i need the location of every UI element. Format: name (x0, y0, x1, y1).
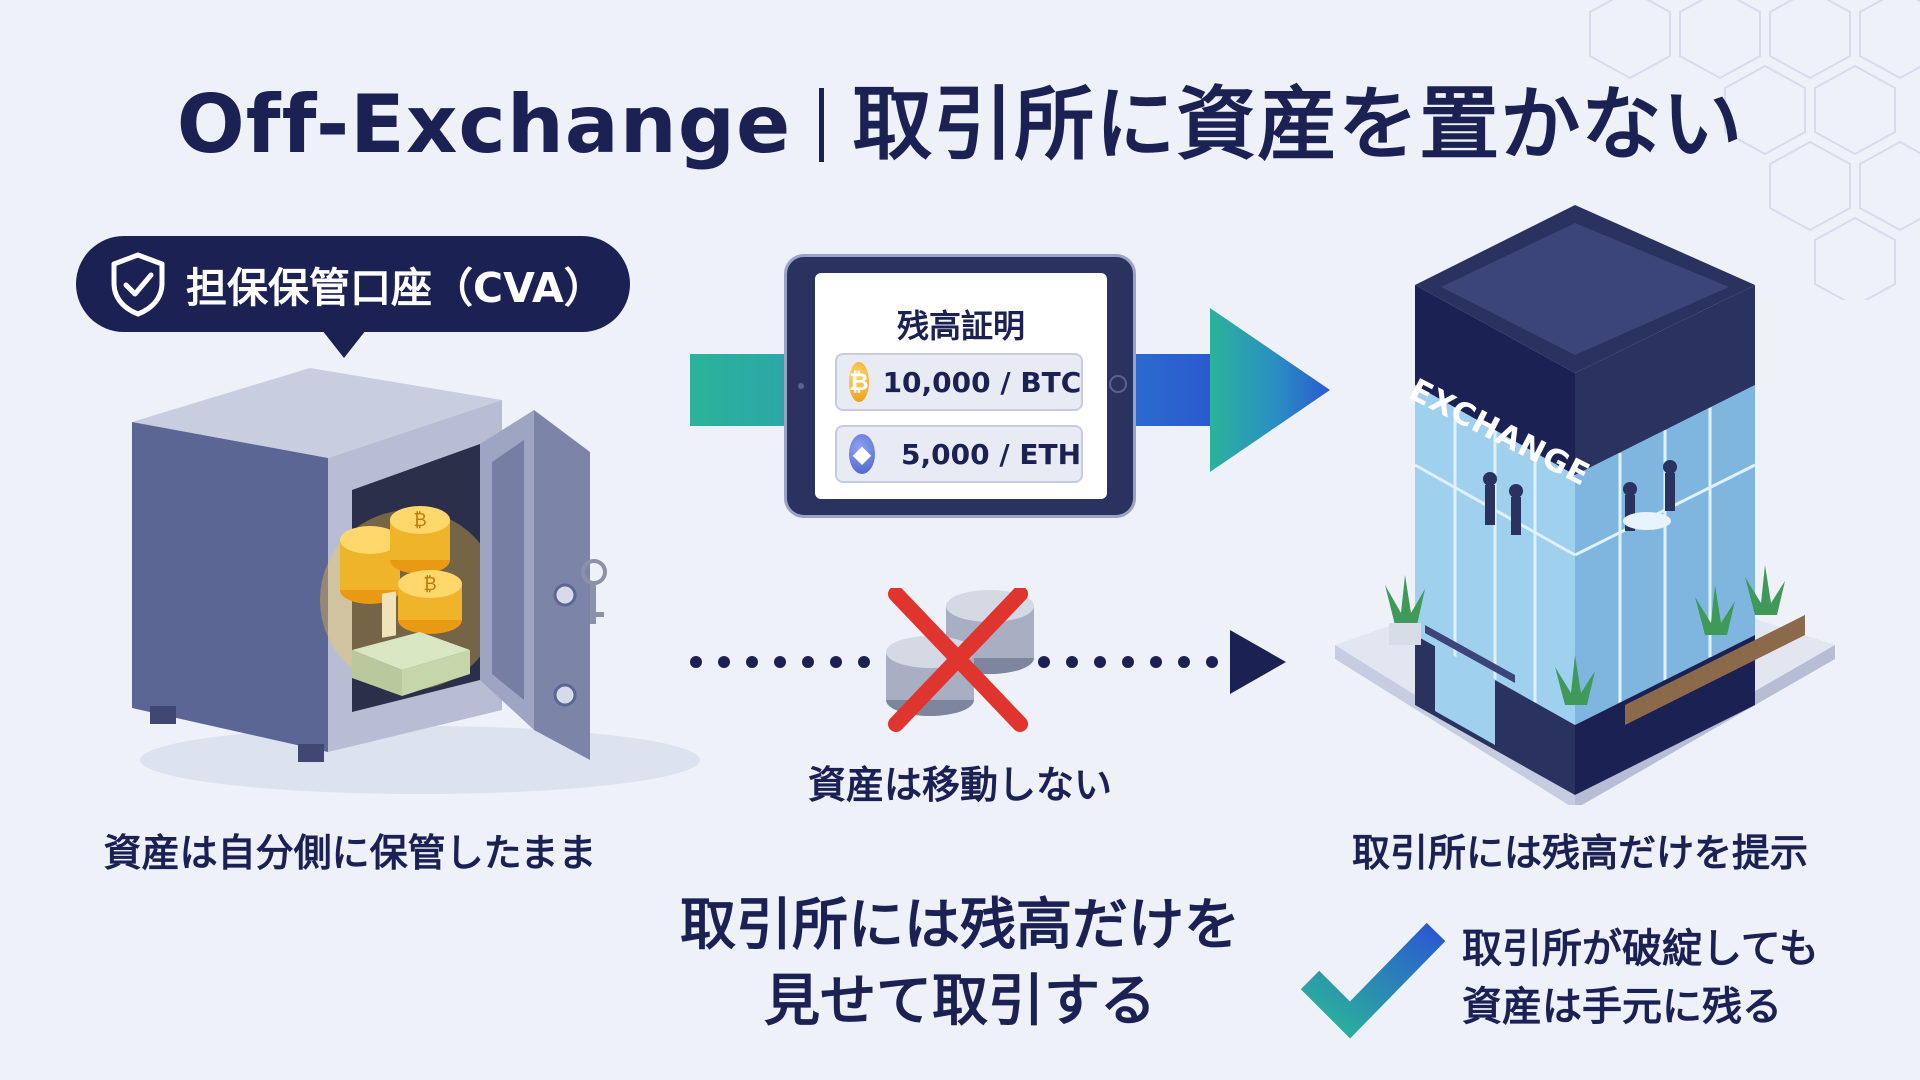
safety-note-line1: 取引所が破綻しても (1462, 926, 1819, 972)
planter-left (1385, 575, 1425, 625)
main-message-line2: 見せて取引する (764, 969, 1156, 1034)
vault-illustration: ₿ ₿ (132, 368, 700, 794)
badge-pointer (322, 330, 366, 358)
keys-icon (581, 559, 607, 624)
gold-coin-stack: ₿ ₿ (340, 506, 462, 634)
page-title: Off-Exchange 取引所に資産を置かない (0, 60, 1920, 176)
no-move-caption: 資産は移動しない (807, 763, 1112, 807)
svg-text:₿: ₿ (413, 510, 426, 531)
tablet-camera (798, 383, 804, 389)
checkmark-icon (1300, 922, 1446, 1039)
cva-badge: 担保保管口座（CVA） (76, 236, 630, 332)
badge-label: 担保保管口座（CVA） (186, 264, 605, 312)
exchange-building-illustration (1335, 205, 1835, 805)
tablet-title: 残高証明 (896, 307, 1025, 345)
tablet-home-button (1109, 375, 1127, 393)
main-message: 取引所には残高だけを 見せて取引する (620, 888, 1300, 1040)
title-divider (819, 88, 825, 162)
vault-caption: 資産は自分側に保管したまま (103, 831, 597, 875)
safety-note-line2: 資産は手元に残る (1462, 984, 1782, 1030)
balance-row-eth: ◆ 5,000 / ETH (835, 425, 1083, 483)
main-message-line1: 取引所には残高だけを (680, 893, 1240, 958)
cash-bundle (352, 591, 470, 696)
title-right: 取引所に資産を置かない (852, 78, 1744, 171)
balance-row-btc: ₿ 10,000 / BTC (835, 353, 1083, 411)
balance-certificate-tablet: 残高証明 ₿ 10,000 / BTC ◆ 5,000 / ETH (784, 254, 1136, 518)
shield-check-icon (111, 252, 165, 317)
balance-value-eth: 5,000 / ETH (901, 437, 1081, 471)
safety-note: 取引所が破綻しても 資産は手元に残る (1462, 920, 1819, 1036)
bitcoin-icon: ₿ (849, 362, 869, 402)
title-left: Off-Exchange (176, 78, 792, 171)
hexagon-pattern (1589, 0, 1920, 300)
svg-text:₿: ₿ (423, 574, 436, 595)
cross-mark-icon (888, 588, 1028, 732)
tablet-screen: 残高証明 ₿ 10,000 / BTC ◆ 5,000 / ETH (815, 273, 1107, 499)
ethereum-icon: ◆ (849, 434, 876, 474)
balance-value-btc: 10,000 / BTC (882, 365, 1082, 399)
asset-no-move-arrow (690, 588, 1286, 732)
exchange-caption: 取引所には残高だけを提示 (1351, 831, 1808, 875)
